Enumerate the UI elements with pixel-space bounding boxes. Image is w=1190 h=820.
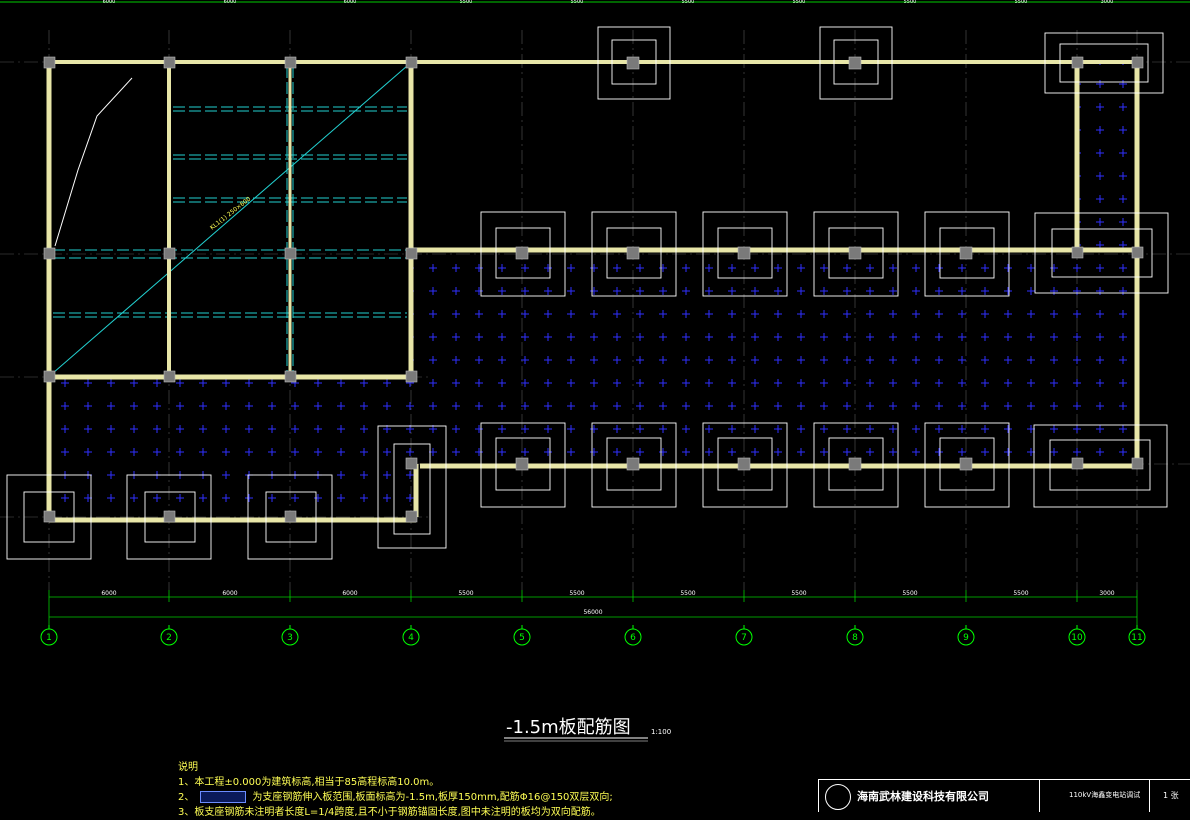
note-line-3: 3、板支座钢筋未注明者长度L=1/4跨度,且不小于钢筋锚固长度,图中未注明的板均…: [178, 807, 601, 818]
columns: [43, 56, 1144, 523]
axis-label: 4: [408, 633, 414, 643]
axis-labels: 1 2 3 4 5 6 7 8 9 10 11: [46, 633, 1143, 643]
span-label: 5500: [902, 590, 917, 597]
note-line-2-prefix: 2、: [178, 792, 195, 803]
span-label: 5500: [680, 590, 695, 597]
sheet-count: 1 张: [1163, 791, 1179, 800]
company-logo-icon: [825, 784, 851, 810]
top-span-label: 5500: [904, 0, 917, 5]
slab-rebar-hatch: [49, 62, 1137, 517]
span-label: 6000: [342, 590, 357, 597]
axis-label: 11: [1131, 633, 1142, 643]
top-span-label: 6000: [103, 0, 116, 5]
top-span-label: 6000: [224, 0, 237, 5]
span-label: 5500: [1013, 590, 1028, 597]
axis-label: 7: [741, 633, 747, 643]
axis-label: 5: [519, 633, 525, 643]
span-label: 5500: [458, 590, 473, 597]
drawing-title: -1.5m板配筋图: [506, 717, 631, 738]
top-span-label: 3000: [1101, 0, 1114, 5]
top-span-label: 6000: [344, 0, 357, 5]
top-span-label: 5500: [1015, 0, 1028, 5]
axis-label: 1: [46, 633, 52, 643]
top-span-label: 5500: [793, 0, 806, 5]
axis-label: 10: [1071, 633, 1083, 643]
company-name: 海南武林建设科技有限公司: [857, 790, 989, 803]
note-line-2-text: 为支座钢筋伸入板范围,板面标高为-1.5m,板厚150mm,配筋Φ16@150双…: [252, 792, 613, 803]
axis-bubbles: [40, 625, 1146, 646]
dimension-lines: [48, 590, 1138, 625]
span-label: 6000: [101, 590, 116, 597]
note-line-1: 1、本工程±0.000为建筑标高,相当于85高程标高10.0m。: [178, 777, 440, 788]
total-dimension: 56000: [583, 609, 602, 616]
top-span-labels: 6000 6000 6000 5500 5500 5500 5500 5500 …: [103, 0, 1114, 5]
axis-label: 9: [963, 633, 969, 643]
title-block: 海南武林建设科技有限公司 110kV海鑫变电站调试 1 张: [818, 779, 1190, 812]
drawing-title-group: -1.5m板配筋图 1:100: [504, 717, 671, 742]
top-span-label: 5500: [682, 0, 695, 5]
notes-heading: 说明: [178, 762, 198, 773]
span-label: 6000: [222, 590, 237, 597]
title-block-divider: [1149, 780, 1150, 812]
diagonal-line: [52, 65, 408, 374]
span-label: 5500: [791, 590, 806, 597]
design-notes: 说明 1、本工程±0.000为建筑标高,相当于85高程标高10.0m。 2、 为支…: [178, 760, 798, 820]
span-label: 5500: [569, 590, 584, 597]
top-span-label: 5500: [571, 0, 584, 5]
span-label: 3000: [1099, 590, 1114, 597]
company-cell: 海南武林建设科技有限公司: [819, 780, 1040, 812]
span-labels: 6000 6000 6000 5500 5500 5500 5500 5500 …: [101, 590, 1114, 616]
drawing-scale: 1:100: [651, 728, 671, 736]
axis-label: 2: [166, 633, 172, 643]
axis-label: 3: [287, 633, 293, 643]
top-span-label: 5500: [460, 0, 473, 5]
project-name: 110kV海鑫变电站调试: [1069, 791, 1141, 799]
note-line-2: 2、 为支座钢筋伸入板范围,板面标高为-1.5m,板厚150mm,配筋Φ16@15…: [178, 790, 798, 805]
beam-label: KL1(1) 250×600: [209, 196, 252, 232]
axis-label: 8: [852, 633, 858, 643]
axis-label: 6: [630, 633, 636, 643]
footings: [6, 26, 1169, 560]
legend-swatch: [200, 791, 247, 803]
